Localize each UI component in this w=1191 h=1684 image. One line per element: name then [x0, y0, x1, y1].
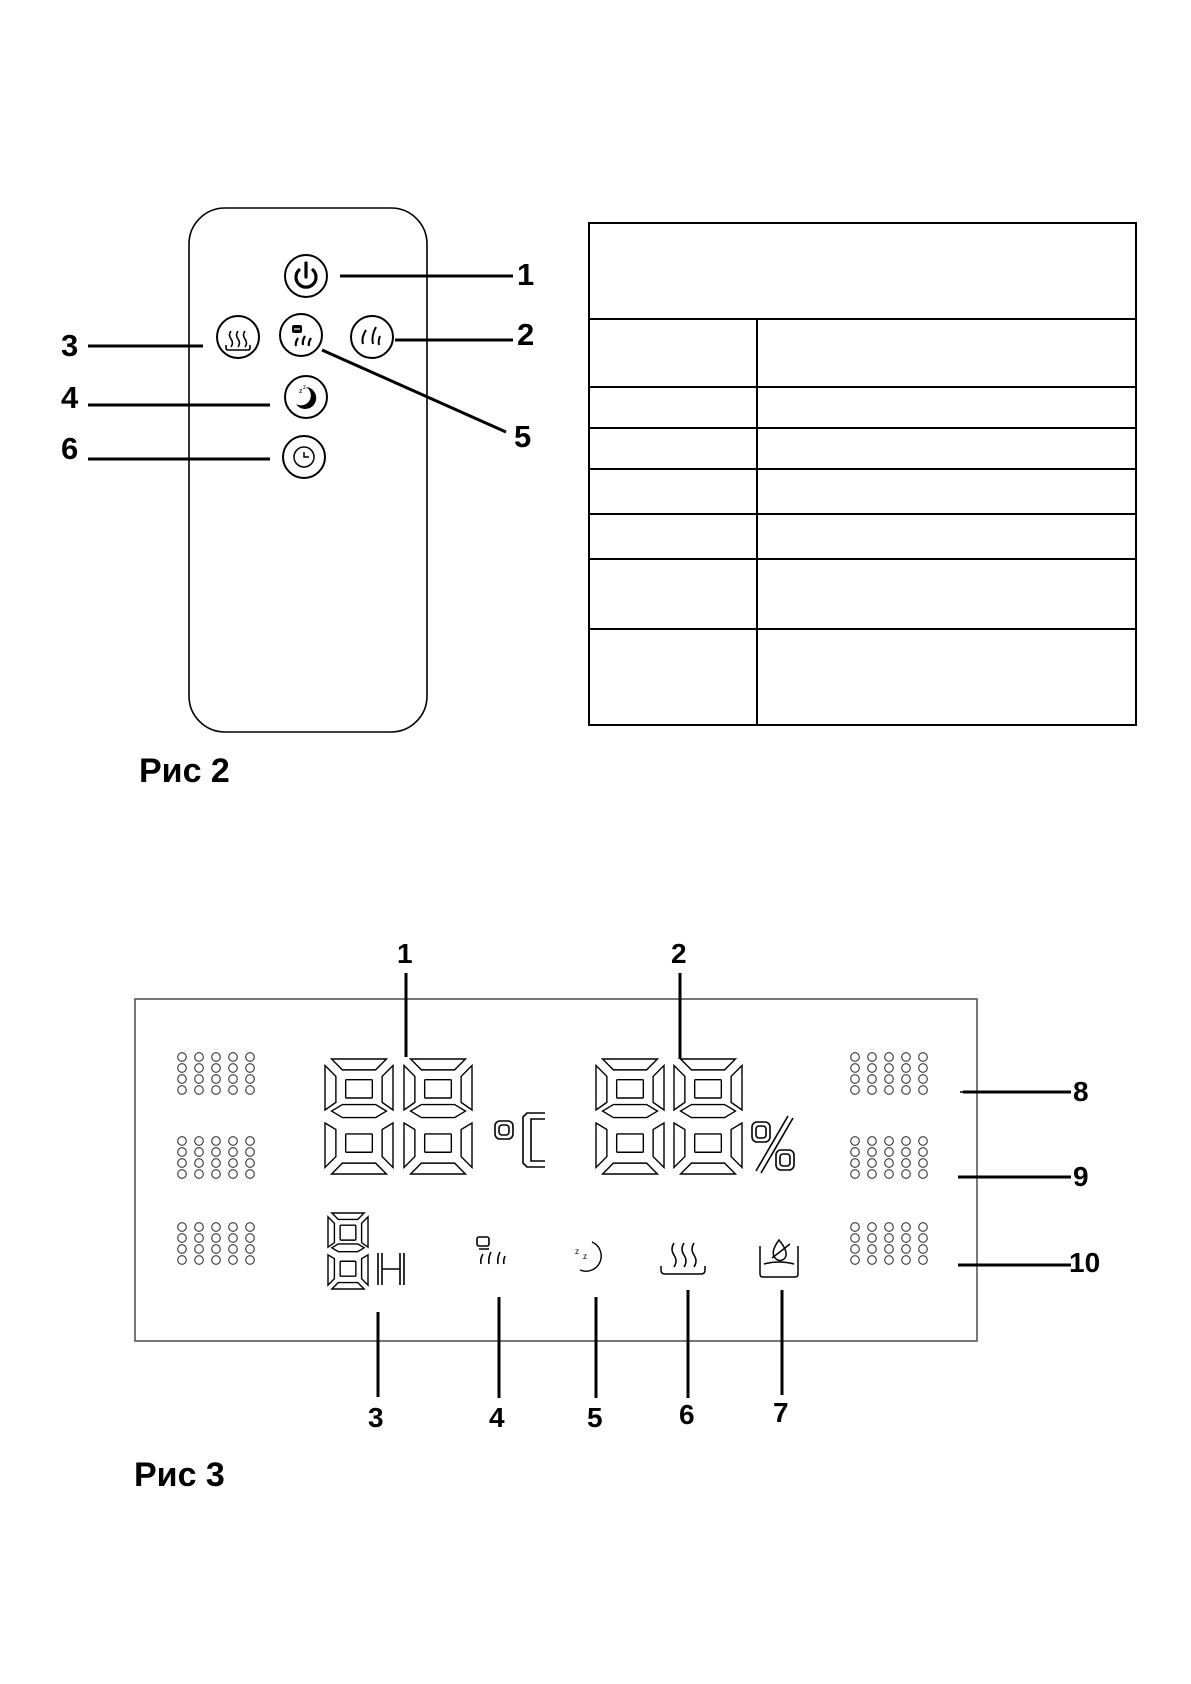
button-description-table: [588, 222, 1137, 726]
table-cell: [756, 318, 1137, 388]
table-row: [588, 628, 1137, 726]
table-row: [588, 318, 1137, 388]
timer-digit: [327, 1212, 369, 1290]
table-cell: [756, 513, 1137, 560]
table-cell: [756, 558, 1137, 630]
table-cell: [756, 468, 1137, 515]
humidity-digit-2: [673, 1058, 743, 1175]
figure3-callout-numbers: 1 2 3 4 5 6 7 8 9 10: [368, 938, 1100, 1433]
dot-grid: [177, 1136, 255, 1179]
dot-grid: [850, 1052, 928, 1095]
table-row: [588, 558, 1137, 630]
table-row: [588, 427, 1137, 470]
callout-fig3-7: 7: [773, 1397, 789, 1428]
callout-fig3-6: 6: [679, 1399, 695, 1430]
hours-unit-symbol: [377, 1253, 405, 1285]
callout-fig3-2: 2: [671, 938, 687, 969]
table-cell: [588, 558, 758, 630]
humidity-mode-icon: [292, 325, 312, 347]
callout-fig3-5: 5: [587, 1402, 603, 1433]
power-button[interactable]: [284, 254, 328, 298]
callout-fig2-3: 3: [61, 328, 78, 363]
celsius-symbol: [494, 1112, 545, 1168]
callout-fig3-4: 4: [489, 1402, 505, 1433]
percent-symbol: [751, 1115, 795, 1174]
sleep-button[interactable]: z z: [284, 375, 328, 419]
callout-fig2-4: 4: [61, 380, 79, 415]
figure2-callout-numbers: 1 2 3 4 5 6: [61, 257, 534, 466]
table-cell: [756, 427, 1137, 470]
figure-3-caption: Рис 3: [134, 1456, 225, 1494]
temperature-digit-1: [324, 1058, 394, 1175]
callout-fig2-5: 5: [514, 419, 531, 454]
table-cell: [588, 318, 758, 388]
table-header-cell: [588, 222, 1137, 320]
callout-fig3-3: 3: [368, 1402, 384, 1433]
table-cell: [756, 628, 1137, 726]
svg-text:z: z: [299, 388, 303, 395]
table-row: [588, 386, 1137, 429]
seven-segment-digits: [324, 1058, 743, 1290]
table-row: [588, 468, 1137, 515]
callout-fig3-1: 1: [397, 938, 413, 969]
table-row: [588, 513, 1137, 560]
heat-button[interactable]: [216, 315, 260, 359]
dot-grid: [850, 1222, 928, 1265]
dot-grid: [177, 1222, 255, 1265]
temperature-digit-2: [403, 1058, 473, 1175]
table-cell: [588, 513, 758, 560]
table-header-row: [588, 222, 1137, 320]
figure-2-caption: Рис 2: [139, 752, 230, 790]
svg-text:z: z: [583, 1252, 587, 1261]
callout-fig3-10: 10: [1069, 1247, 1100, 1278]
water-drops-icon: [361, 326, 381, 346]
table-cell: [588, 628, 758, 726]
lcd-water-tank-icon: [759, 1238, 799, 1278]
table-cell: [588, 468, 758, 515]
callout-fig2-2: 2: [517, 317, 534, 352]
water-button[interactable]: [350, 315, 394, 359]
timer-clock-icon: [293, 446, 315, 468]
table-cell: [756, 386, 1137, 429]
figure3-callout-lines: [376, 973, 1071, 1398]
sleep-moon-icon: z z: [296, 385, 317, 409]
callout-fig3-8: 8: [1073, 1076, 1089, 1107]
speaker-dot-grids: [177, 1052, 928, 1265]
dot-grid: [177, 1052, 255, 1095]
lcd-sleep-moon-icon: z z: [575, 1241, 602, 1272]
table-cell: [588, 427, 758, 470]
svg-text:z: z: [303, 385, 306, 391]
dot-grid: [850, 1136, 928, 1179]
humidity-digit-1: [595, 1058, 665, 1175]
lcd-humidity-mode-icon: [476, 1236, 506, 1265]
callout-fig2-6: 6: [61, 431, 78, 466]
lcd-heat-steam-icon: [660, 1242, 706, 1275]
svg-text:z: z: [575, 1247, 579, 1256]
humidity-mode-button[interactable]: [279, 313, 323, 357]
lcd-display-panel: [134, 998, 978, 1342]
heat-steam-icon: [225, 330, 251, 351]
power-icon: [294, 261, 318, 289]
table-cell: [588, 386, 758, 429]
figure2-callout-lines: [88, 274, 513, 461]
timer-button[interactable]: [282, 435, 326, 479]
callout-fig2-1: 1: [517, 257, 534, 292]
callout-fig3-9: 9: [1073, 1161, 1089, 1192]
